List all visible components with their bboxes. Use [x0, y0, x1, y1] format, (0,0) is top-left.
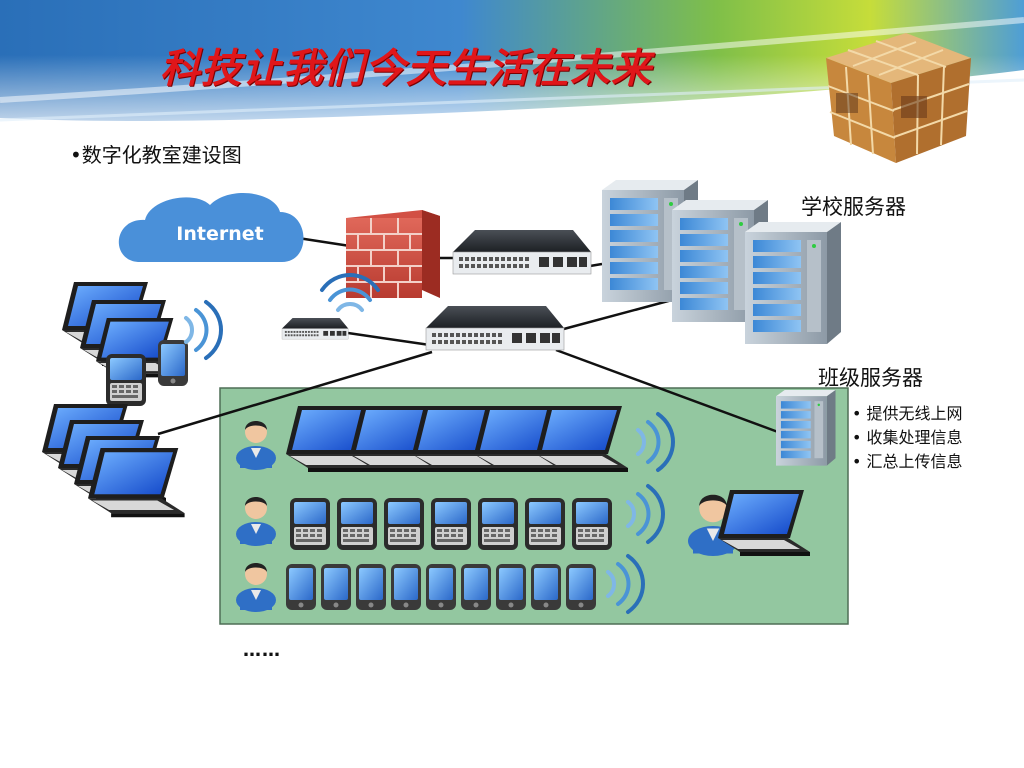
laptop-row: [286, 406, 628, 472]
tablet-icon: [531, 564, 561, 610]
class-server-icon: [776, 390, 836, 466]
more-ellipsis: ……: [243, 640, 281, 661]
tablet-icon: [426, 564, 456, 610]
laptop-icon: [88, 448, 185, 518]
core-switch-icon: [452, 229, 592, 275]
pda-icon: [572, 498, 612, 550]
distribution-switch-icon: [425, 305, 565, 351]
class-server-feature-list: 提供无线上网 收集处理信息 汇总上传信息: [852, 402, 963, 474]
pda-icon: [384, 498, 424, 550]
feature-item: 收集处理信息: [852, 426, 963, 450]
school-server-label: 学校服务器: [801, 195, 906, 219]
tablet-icon: [286, 564, 316, 610]
pda-icon: [290, 498, 330, 550]
photo-cube-image: [826, 33, 971, 163]
pda-icon: [478, 498, 518, 550]
tablet-icon: [158, 340, 188, 386]
network-links: [157, 236, 779, 436]
pda-icon: [106, 354, 146, 406]
mobile-wifi-icon: [184, 300, 223, 360]
pda-icon: [525, 498, 565, 550]
tablet-icon: [461, 564, 491, 610]
mobile-devices-group: [42, 282, 223, 518]
tablet-icon: [566, 564, 596, 610]
firewall-icon: [346, 210, 440, 298]
pda-icon: [337, 498, 377, 550]
tablet-icon: [391, 564, 421, 610]
tablet-icon: [356, 564, 386, 610]
wireless-access-point-icon: [281, 317, 349, 340]
class-server-label: 班级服务器: [818, 366, 923, 390]
school-server-3-icon: [745, 222, 841, 344]
feature-item: 汇总上传信息: [852, 450, 963, 474]
feature-item: 提供无线上网: [852, 402, 963, 426]
tablet-icon: [321, 564, 351, 610]
tablet-icon: [496, 564, 526, 610]
diagram-subtitle: •数字化教室建设图: [70, 143, 242, 167]
pda-icon: [431, 498, 471, 550]
internet-cloud-icon: Internet: [118, 193, 304, 262]
pda-row: [290, 498, 612, 550]
internet-label: Internet: [176, 223, 263, 245]
slide-title: 科技让我们今天生活在未来: [160, 45, 652, 92]
tablet-row: [286, 564, 596, 610]
